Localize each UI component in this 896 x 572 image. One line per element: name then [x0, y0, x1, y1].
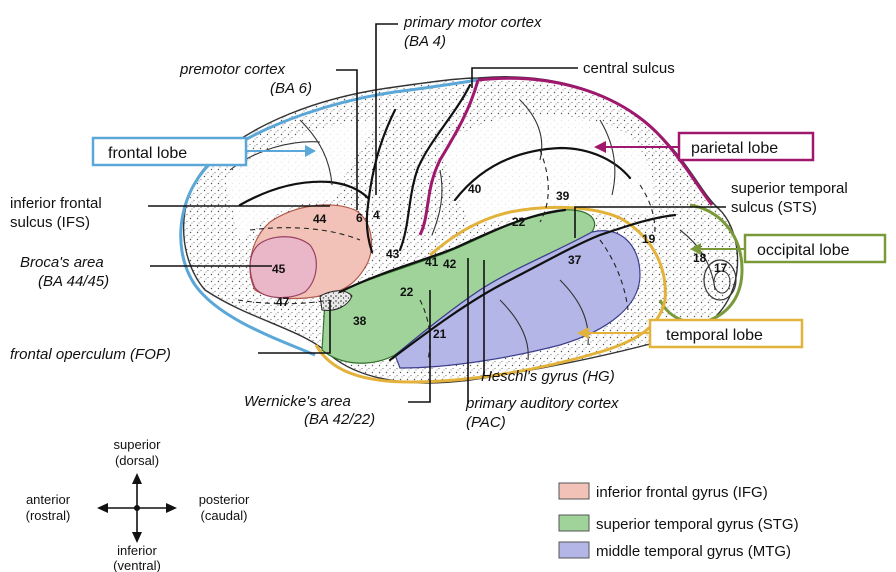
compass-caudal: (caudal)	[201, 508, 248, 523]
ba-6: 6	[356, 211, 363, 225]
legend-label-ifg: inferior frontal gyrus (IFG)	[596, 484, 768, 501]
frontal-lobe-label: frontal lobe	[93, 138, 246, 165]
label-wernickes-area: Wernicke's area	[244, 393, 351, 410]
orientation-compass: superior (dorsal) anterior (rostral) pos…	[26, 437, 250, 572]
ba-22-top: 22	[512, 215, 526, 229]
ba-47: 47	[276, 295, 290, 309]
legend-swatch-stg	[559, 515, 589, 531]
ba-19: 19	[642, 232, 656, 246]
legend-swatch-mtg	[559, 542, 589, 558]
label-wernickes-area-ba: (BA 42/22)	[304, 411, 375, 428]
frontal-lobe-text: frontal lobe	[108, 145, 187, 162]
label-primary-auditory-cortex-abbr: (PAC)	[466, 414, 506, 431]
label-sts-1: superior temporal	[731, 180, 848, 197]
ba-21: 21	[433, 327, 447, 341]
ba-41: 41	[425, 255, 439, 269]
ba-39: 39	[556, 189, 570, 203]
label-brocas-area-ba: (BA 44/45)	[38, 273, 109, 290]
label-primary-motor-cortex: primary motor cortex	[403, 14, 542, 31]
ba-38: 38	[353, 314, 367, 328]
occipital-lobe-text: occipital lobe	[757, 242, 850, 259]
label-premotor-cortex: premotor cortex	[179, 61, 286, 78]
compass-superior: superior	[114, 437, 162, 452]
parietal-lobe-text: parietal lobe	[691, 140, 778, 157]
label-frontal-operculum: frontal operculum (FOP)	[10, 346, 171, 363]
legend-swatch-ifg	[559, 483, 589, 499]
legend-label-stg: superior temporal gyrus (STG)	[596, 516, 799, 533]
ba-37: 37	[568, 253, 582, 267]
compass-rostral: (rostral)	[26, 508, 71, 523]
ba-43: 43	[386, 247, 400, 261]
ba-42: 42	[443, 257, 457, 271]
compass-ventral: (ventral)	[113, 558, 161, 572]
compass-left-arrowhead	[97, 503, 108, 513]
compass-right-arrowhead	[166, 503, 177, 513]
label-central-sulcus: central sulcus	[583, 60, 675, 77]
label-sts-2: sulcus (STS)	[731, 199, 817, 216]
compass-posterior: posterior	[199, 492, 250, 507]
label-premotor-cortex-ba: (BA 6)	[270, 80, 312, 97]
legend-label-mtg: middle temporal gyrus (MTG)	[596, 543, 791, 560]
compass-inferior: inferior	[117, 543, 157, 558]
label-primary-motor-cortex-ba: (BA 4)	[404, 33, 446, 50]
label-ifs-1: inferior frontal	[10, 195, 102, 212]
ba-40: 40	[468, 182, 482, 196]
temporal-lobe-label: temporal lobe	[650, 320, 802, 347]
label-heschls-gyrus: Heschl's gyrus (HG)	[481, 368, 615, 385]
compass-up-arrowhead	[132, 473, 142, 484]
parietal-lobe-label: parietal lobe	[679, 133, 813, 160]
label-primary-auditory-cortex: primary auditory cortex	[465, 395, 619, 412]
legend-item-mtg: middle temporal gyrus (MTG)	[559, 542, 791, 560]
compass-dorsal: (dorsal)	[115, 453, 159, 468]
ba-22-mid: 22	[400, 285, 414, 299]
legend-item-ifg: inferior frontal gyrus (IFG)	[559, 483, 768, 501]
ba-17: 17	[714, 261, 728, 275]
compass-anterior: anterior	[26, 492, 71, 507]
label-brocas-area: Broca's area	[20, 254, 104, 271]
legend-item-stg: superior temporal gyrus (STG)	[559, 515, 799, 533]
label-ifs-2: sulcus (IFS)	[10, 214, 90, 231]
compass-center	[134, 505, 140, 511]
legend: inferior frontal gyrus (IFG) superior te…	[559, 483, 799, 560]
compass-down-arrowhead	[132, 532, 142, 543]
temporal-lobe-text: temporal lobe	[666, 327, 763, 344]
ba-45: 45	[272, 262, 286, 276]
ba-4: 4	[373, 208, 380, 222]
occipital-lobe-label: occipital lobe	[745, 235, 885, 262]
ba-44: 44	[313, 212, 327, 226]
